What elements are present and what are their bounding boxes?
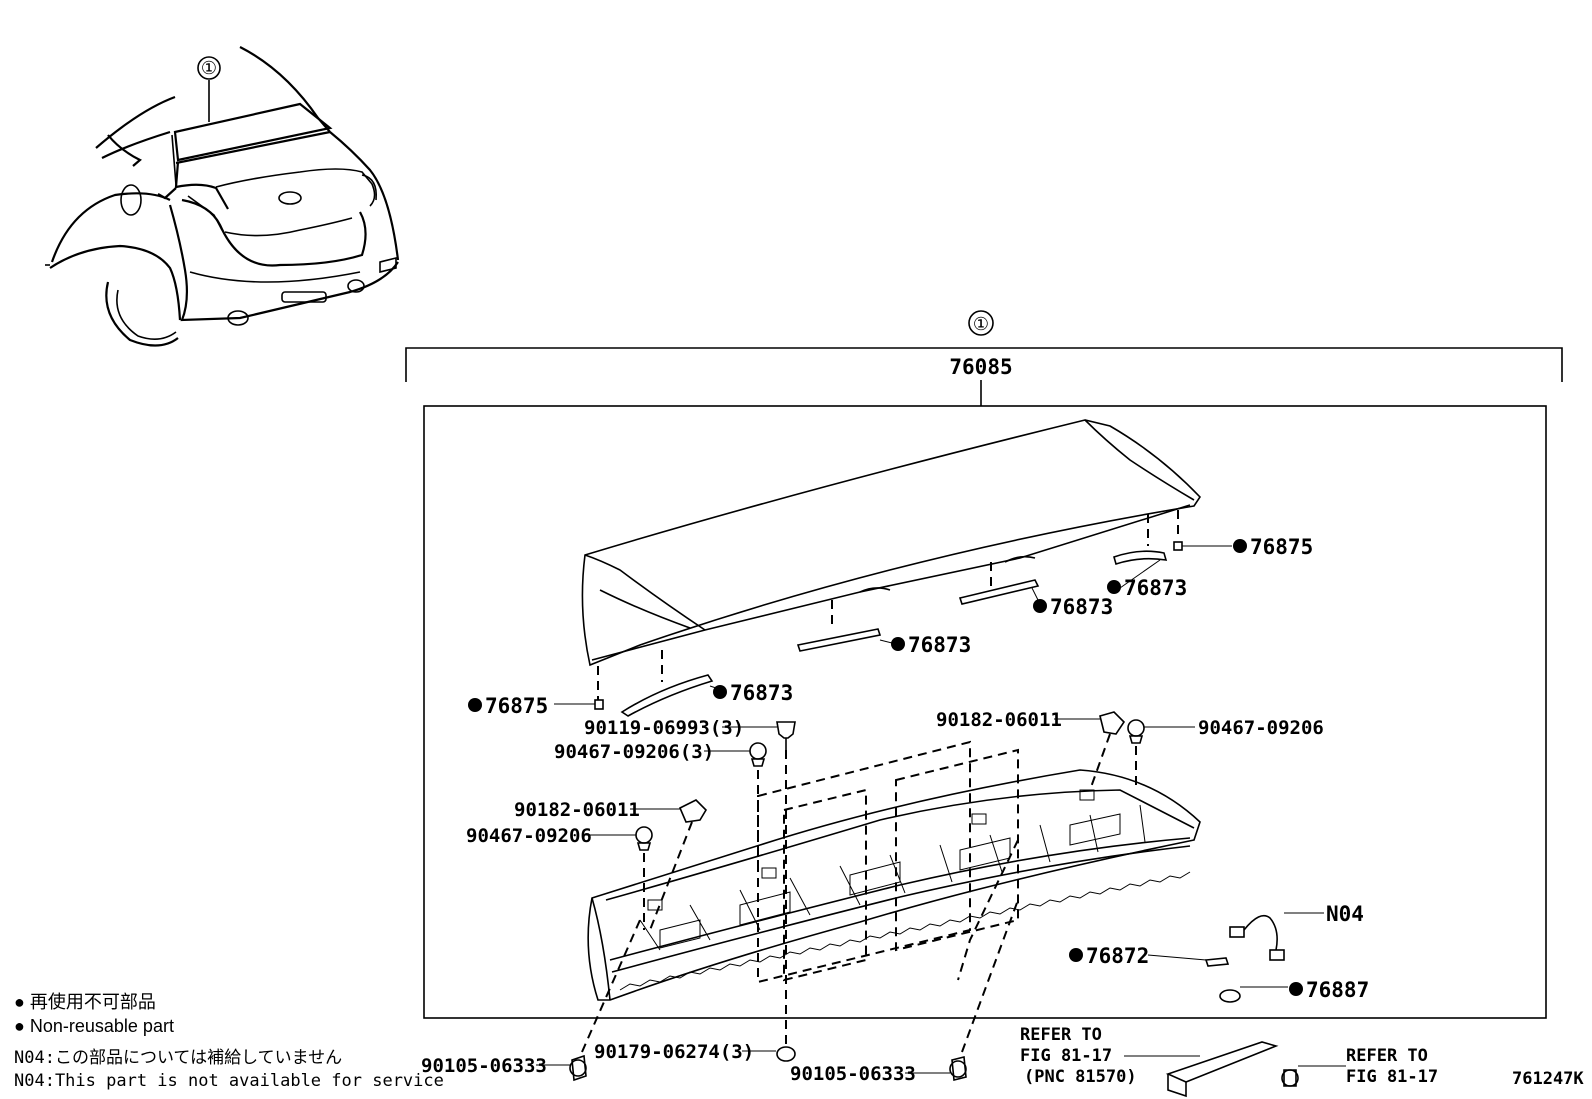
note-n04-en: N04:This part is not available for servi… [14, 1071, 444, 1091]
refer-left: REFER TO FIG 81-17 (PNC 81570) [1020, 1025, 1137, 1087]
non-reusable-markers [468, 539, 1303, 996]
leader-lines [536, 545, 1346, 1074]
note-n04-jp: N04:この部品については補給していません [14, 1048, 342, 1068]
callout-assembly-number: ① [973, 314, 989, 335]
label-90105-left: 90105-06333 [421, 1055, 547, 1077]
callout-car-number: ① [201, 58, 217, 79]
dashed-frames [757, 740, 1019, 984]
assembly-header: ① 76085 [405, 310, 1563, 1019]
label-90467-left: 90467-09206 [466, 825, 592, 847]
refer-right-line1: REFER TO [1346, 1046, 1428, 1066]
legend: ● 再使用不可部品 ● Non-reusable part N04:この部品につ… [14, 992, 444, 1091]
part-labels: 76875 76873 76873 76873 76875 76873 9011… [421, 535, 1369, 1085]
label-76875-left: 76875 [485, 694, 548, 718]
label-76873-c: 76873 [908, 633, 971, 657]
label-76875-right: 76875 [1250, 535, 1313, 559]
label-90182-right: 90182-06011 [936, 709, 1062, 731]
label-90467-right: 90467-09206 [1198, 717, 1324, 739]
legend-en: ● Non-reusable part [14, 1016, 174, 1036]
label-90182-left: 90182-06011 [514, 799, 640, 821]
spoiler-back-panel [587, 769, 1201, 1001]
refer-right: REFER TO FIG 81-17 [1346, 1046, 1438, 1087]
spoiler-illustration [581, 419, 1202, 717]
refer-right-line2: FIG 81-17 [1346, 1067, 1438, 1087]
label-90105-mid: 90105-06333 [790, 1063, 916, 1085]
assembly-part-number: 76085 [949, 355, 1012, 379]
label-N04: N04 [1326, 902, 1364, 926]
refer-left-line1: REFER TO [1020, 1025, 1102, 1045]
label-90467-qty3: 90467-09206(3) [554, 741, 714, 763]
car-overview: ① [45, 46, 400, 347]
fasteners [569, 711, 1299, 1098]
assembly-frame [423, 405, 1547, 1019]
diagram-code: 761247K [1512, 1069, 1584, 1089]
label-90119: 90119-06993(3) [584, 717, 744, 739]
label-76887: 76887 [1306, 978, 1369, 1002]
refer-left-line2: FIG 81-17 [1020, 1046, 1112, 1066]
label-76873-b: 76873 [1050, 595, 1113, 619]
label-90179: 90179-06274(3) [594, 1041, 754, 1063]
label-76872: 76872 [1086, 944, 1149, 968]
legend-jp: ● 再使用不可部品 [14, 992, 156, 1012]
label-76873-a: 76873 [1124, 576, 1187, 600]
refer-left-line3: (PNC 81570) [1024, 1067, 1137, 1087]
label-76873-d: 76873 [730, 681, 793, 705]
